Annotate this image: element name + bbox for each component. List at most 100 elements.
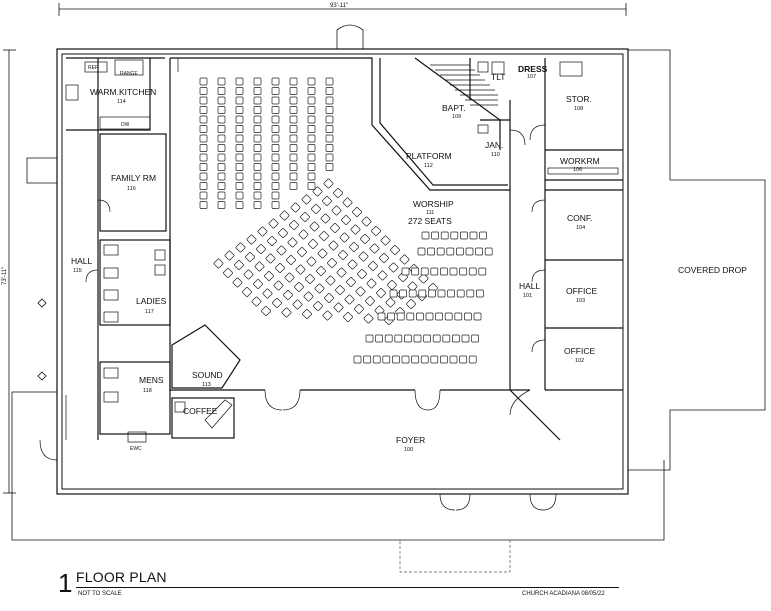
seat-icon: [325, 77, 334, 86]
seat-icon: [325, 106, 334, 114]
seat-icon: [431, 231, 439, 240]
seat-icon: [289, 172, 298, 181]
seat-icon: [307, 96, 316, 105]
seat-icon: [478, 267, 487, 276]
seat-icon: [425, 312, 434, 321]
seat-icon: [360, 234, 370, 244]
seat-icon: [283, 290, 293, 300]
janitor-label: JAN.: [485, 140, 503, 150]
seat-icon: [440, 267, 448, 276]
seat-icon: [349, 242, 359, 252]
seat-icon: [407, 281, 418, 292]
seat-icon: [325, 125, 334, 133]
room-labels: WARM.KITCHEN 114 REF RANGE DW FAMILY RM …: [71, 64, 747, 453]
seat-icon: [469, 231, 478, 240]
seat-icon: [234, 260, 244, 270]
baptistry-stairs: [430, 64, 498, 106]
seat-icon: [307, 134, 316, 143]
seat-icon: [368, 261, 378, 271]
seat-icon: [217, 201, 226, 209]
seat-icon: [217, 182, 226, 190]
seat-icon: [460, 231, 468, 240]
sound-number: 113: [202, 382, 211, 388]
seat-icon: [380, 235, 391, 246]
seat-icon: [254, 261, 265, 272]
seat-icon: [272, 298, 282, 308]
seat-icon: [437, 289, 446, 298]
platform-number: 112: [424, 163, 433, 169]
seat-icon: [217, 96, 226, 105]
seat-icon: [420, 267, 429, 276]
seat-icon: [243, 269, 254, 280]
seat-icon: [289, 106, 298, 114]
seat-icon: [235, 172, 244, 181]
hall-west-label: HALL: [71, 256, 93, 266]
seat-icon: [217, 134, 226, 143]
janitor-number: 110: [491, 152, 500, 158]
seat-icon: [268, 218, 279, 229]
seat-icon: [411, 267, 419, 276]
seat-icon: [468, 267, 477, 276]
seat-icon: [281, 307, 292, 318]
seat-icon: [366, 278, 377, 289]
interior-walls: [66, 57, 623, 441]
seat-icon: [450, 231, 459, 240]
seat-icon: [271, 134, 280, 143]
seat-icon: [253, 191, 262, 200]
seat-icon: [235, 201, 244, 209]
scale-note: NOT TO SCALE: [78, 591, 122, 597]
seat-icon: [355, 286, 366, 297]
seat-icon: [262, 288, 273, 299]
seat-icon: [253, 106, 262, 114]
seat-icon: [357, 269, 367, 279]
seat-icon: [456, 289, 465, 298]
seat-icon: [420, 355, 429, 364]
ladies-number: 117: [145, 309, 154, 315]
seat-icon: [449, 267, 458, 276]
seat-icon: [375, 334, 383, 343]
seat-icon: [217, 106, 226, 114]
seat-icon: [307, 182, 316, 190]
seat-icon: [350, 224, 361, 235]
toilet-label: TLT: [491, 72, 505, 82]
seat-icon: [307, 115, 316, 124]
seat-icon: [311, 204, 321, 214]
seat-icon: [385, 297, 396, 308]
seat-icon: [235, 191, 244, 200]
seat-icon: [307, 163, 316, 171]
seat-icon: [253, 172, 262, 181]
seat-icon: [330, 223, 340, 233]
coffee-label: COFFEE: [183, 406, 218, 416]
seat-icon: [235, 163, 244, 171]
seat-icon: [265, 253, 276, 264]
seat-icon: [289, 163, 298, 171]
dimension-lines: [3, 3, 627, 494]
seat-icon: [427, 247, 435, 256]
office-1-label: OFFICE: [566, 286, 597, 296]
seat-icon: [199, 201, 208, 209]
seat-icon: [264, 271, 274, 281]
seat-icon: [479, 231, 487, 240]
seat-icon: [417, 247, 426, 256]
seat-icon: [325, 96, 334, 105]
seat-icon: [235, 96, 244, 105]
seat-icon: [253, 201, 262, 209]
seat-icon: [217, 125, 226, 133]
seat-icon: [354, 304, 364, 314]
seat-icon: [372, 355, 381, 364]
seat-icon: [298, 229, 309, 240]
seat-icon: [339, 232, 350, 243]
drawing-title: FLOOR PLAN: [76, 569, 167, 585]
covered-drop-label: COVERED DROP: [678, 265, 747, 275]
seat-icon: [289, 153, 298, 162]
seat-icon: [307, 172, 316, 181]
seat-icon: [327, 258, 337, 268]
seat-icon: [347, 259, 358, 270]
seat-icon: [290, 202, 301, 213]
seat-icon: [292, 299, 303, 310]
seat-icon: [468, 355, 477, 364]
mens-label: MENS: [139, 375, 164, 385]
seat-icon: [376, 288, 386, 298]
seat-icon: [387, 312, 395, 321]
seat-icon: [235, 182, 244, 190]
